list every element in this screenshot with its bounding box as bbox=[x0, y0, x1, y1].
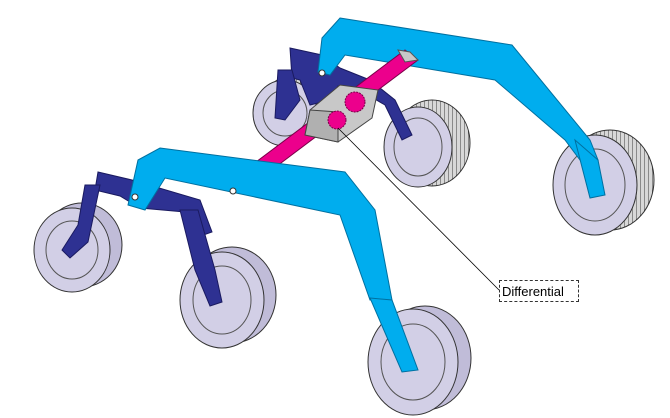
differential-callout-label: Differential bbox=[499, 280, 579, 302]
differential-housing bbox=[304, 84, 379, 143]
front-bogie-arm bbox=[61, 171, 223, 307]
front-rocker-arm bbox=[127, 147, 419, 373]
differential-gear-front bbox=[327, 110, 347, 130]
differential-gear-rear bbox=[344, 91, 366, 113]
back-bogie-arm bbox=[274, 47, 413, 141]
back-rocker-arm bbox=[317, 17, 606, 199]
differential-callout-line bbox=[337, 127, 500, 291]
back-right-wheel bbox=[552, 129, 655, 236]
